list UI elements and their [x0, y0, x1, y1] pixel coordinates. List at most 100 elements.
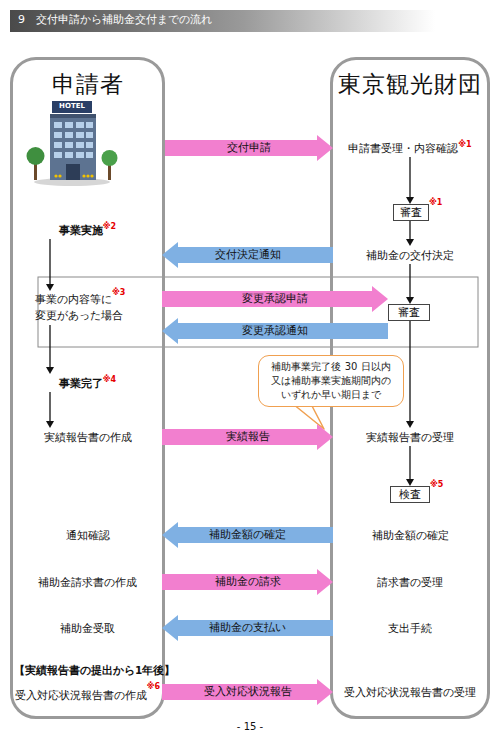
block-arrow	[162, 424, 333, 450]
box-text: 検査	[399, 487, 421, 502]
process-step: 事業完了※4	[13, 374, 162, 392]
arrow-label: 変更承認申請	[242, 292, 308, 306]
flow-line	[409, 446, 410, 479]
flow-connector	[406, 157, 414, 204]
block-arrow	[162, 286, 388, 312]
process-step: 補助金額の確定	[333, 526, 487, 544]
note-mark: ※5	[430, 480, 443, 489]
arrow-label: 変更承認通知	[242, 324, 308, 338]
step-text: 受入対応状況報告書の受理	[344, 686, 476, 699]
block-arrow	[162, 679, 333, 705]
hotel-stars	[54, 174, 93, 177]
flow-connector	[162, 424, 333, 450]
process-step: 実績報告書の受理	[333, 428, 487, 446]
process-step: 通知確認	[13, 526, 162, 544]
arrow-label: 補助金額の確定	[209, 528, 286, 542]
step-line: 実績報告書の作成	[44, 430, 132, 445]
note-mark: ※1	[458, 140, 471, 149]
step-text: 受入対応状況報告書の作成	[15, 689, 147, 702]
step-text: 通知確認	[66, 529, 110, 542]
process-step: 事業実施※2	[13, 221, 162, 239]
sign-text: HOTEL	[52, 102, 92, 110]
step-line: 支出手続	[388, 621, 432, 636]
arrow-head	[406, 239, 414, 246]
step-line: 補助金額の確定	[372, 528, 449, 543]
hotel-roof	[50, 114, 96, 118]
arrow-head	[406, 197, 414, 204]
lane-heading: 東京観光財団	[333, 69, 487, 100]
process-step: 支出手続	[333, 619, 487, 637]
step-line: 申請書受理・内容確認※1	[348, 140, 471, 156]
step-line: 請求書の受理	[377, 575, 443, 590]
step-line: 補助金の交付決定	[366, 248, 454, 263]
lane-heading: 申請者	[13, 69, 162, 100]
review-box: 審査※1	[393, 204, 429, 221]
arrow-head	[46, 367, 54, 374]
arrow-head	[406, 297, 414, 304]
review-box: 審査	[388, 304, 430, 321]
flow-connector	[162, 615, 333, 641]
step-text: 補助金受取	[60, 622, 115, 635]
block-arrow	[162, 615, 333, 641]
flow-connector	[162, 569, 333, 595]
hotel-windows	[54, 122, 93, 158]
hotel-building	[50, 114, 96, 180]
step-line: 通知確認	[66, 528, 110, 543]
review-box: 検査※5	[390, 486, 430, 503]
note-mark: ※1	[429, 198, 442, 207]
step-text: 補助金額の確定	[372, 529, 449, 542]
process-step: 実績報告書の作成	[13, 428, 162, 446]
process-step: 申請書受理・内容確認※1	[333, 139, 487, 157]
title-bar	[10, 10, 435, 32]
block-arrow	[162, 522, 333, 548]
step-text: 事業実施	[59, 224, 103, 237]
block-arrow	[162, 242, 333, 268]
hotel-sign	[52, 101, 92, 113]
flow-line	[409, 321, 410, 421]
note-mark: ※3	[112, 288, 125, 297]
box-text: 審査	[398, 305, 420, 320]
step-line: 補助金受取	[60, 621, 115, 636]
step-text: 補助金請求書の作成	[38, 576, 137, 589]
process-step: 補助金請求書の作成	[13, 573, 162, 591]
flow-line	[49, 239, 50, 284]
flow-line	[49, 325, 50, 367]
hotel-door	[66, 164, 80, 180]
process-step: 事業の内容等に 変更があった場合※3	[13, 291, 162, 325]
note-mark: ※2	[103, 222, 116, 231]
flow-connector	[162, 679, 333, 705]
timing-note: 【実績報告書の提出から1年後】	[14, 664, 175, 678]
step-text: 実績報告書の作成	[44, 431, 132, 444]
callout-tail	[293, 404, 324, 429]
flow-connector	[162, 522, 333, 548]
flow-connector	[46, 325, 54, 374]
diagram-title: 9 交付申請から補助金交付までの流れ	[18, 12, 212, 27]
step-text: 実績報告書の受理	[366, 431, 454, 444]
flow-line	[409, 157, 410, 197]
arrow-label: 受入対応状況報告	[204, 685, 292, 699]
swimlane-box: 申請者事業実施※2 事業の内容等に 変更があった場合※3 事業完了※4 実績報告書の作…	[10, 57, 165, 719]
arrow-label: 実績報告	[226, 430, 270, 444]
flow-connector	[162, 286, 388, 312]
bubble-body: 補助事業完了後 30 日以内 又は補助事業実施期間内の いずれか早い期日まで	[265, 360, 397, 402]
step-line: 受入対応状況報告書の作成※6	[15, 682, 160, 703]
flow-line	[409, 264, 410, 297]
process-step: 補助金受取	[13, 619, 162, 637]
arrow-label: 補助金の支払い	[209, 621, 286, 635]
step-line: 受入対応状況報告書の受理	[344, 685, 476, 700]
flow-connector	[46, 239, 54, 291]
arrow-label: 補助金の請求	[215, 575, 281, 589]
step-line: 補助金請求書の作成	[38, 575, 137, 590]
box-text: 審査	[400, 205, 422, 220]
process-step: 受入対応状況報告書の作成※6	[13, 683, 162, 701]
arrow-label: 交付決定通知	[215, 248, 281, 262]
flow-line	[49, 392, 50, 421]
flow-connector	[165, 135, 333, 161]
arrow-head	[46, 284, 54, 291]
block-arrow	[162, 569, 333, 595]
flow-connector	[406, 446, 414, 486]
step-line: 実績報告書の受理	[366, 430, 454, 445]
callout-text: 補助事業完了後 30 日以内 又は補助事業実施期間内の いずれか早い期日まで	[265, 360, 397, 402]
